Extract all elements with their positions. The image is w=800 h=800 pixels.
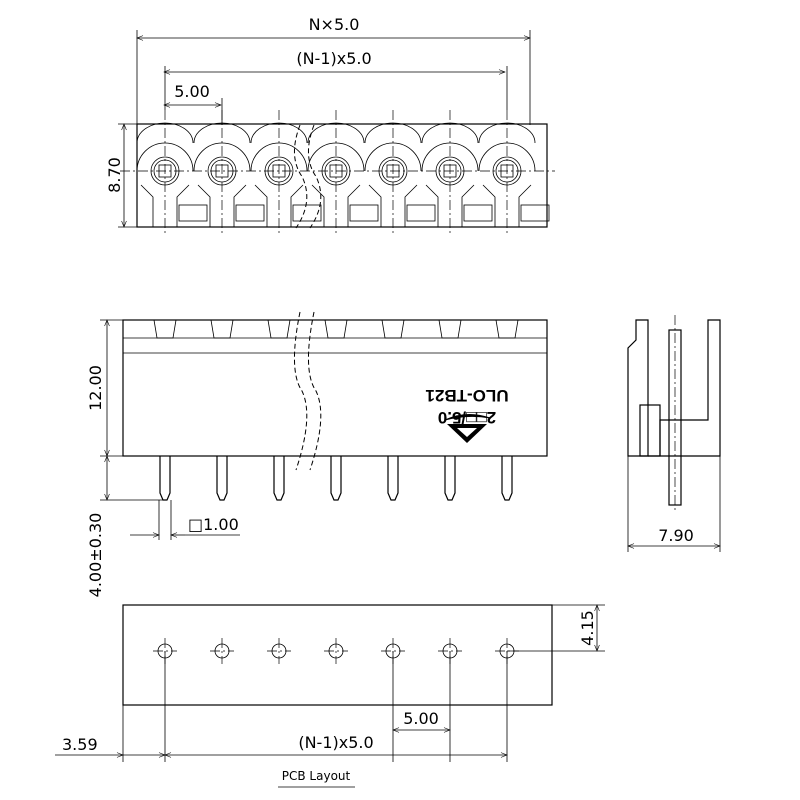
break-line	[308, 311, 322, 471]
pcb-layout-view: 4.15 3.59 (N-1)x5.0 5.00 PCB Layout	[55, 604, 605, 788]
top-view: N×5.0 (N-1)x5.0 5.00 8.70	[105, 15, 555, 235]
dim-pin-span-bottom: (N-1)x5.0	[298, 733, 373, 752]
front-view: 12.00 4.00±0.30 □1.00 2□□/5.0 ULO-TB21	[86, 311, 548, 598]
break-line	[294, 124, 308, 229]
pin	[159, 456, 171, 501]
terminal-notch	[438, 319, 462, 339]
terminal-notch	[267, 319, 291, 339]
dim-pin-size: □1.00	[188, 515, 239, 534]
dim-pitch-top: 5.00	[174, 82, 210, 101]
terminal-notch	[324, 319, 348, 339]
terminal-wall	[197, 184, 247, 227]
pin	[387, 456, 399, 501]
wire-entry	[463, 204, 493, 222]
caption-pcb-layout: PCB Layout	[282, 769, 351, 783]
wire-entry	[178, 204, 208, 222]
wire-entry	[235, 204, 265, 222]
terminal-notch	[153, 319, 177, 339]
marking-part-number: ULO-TB21	[425, 386, 508, 405]
terminal-wall	[254, 184, 304, 227]
dim-depth: 8.70	[105, 157, 124, 193]
dim-pin-span-top: (N-1)x5.0	[296, 49, 371, 68]
brand-logo-icon	[444, 414, 491, 443]
terminal-notch	[495, 319, 519, 339]
terminal-wall	[140, 184, 190, 227]
pin	[501, 456, 513, 501]
terminal-wall	[482, 184, 532, 227]
side-view: 7.90	[627, 315, 721, 552]
wire-entry	[349, 204, 379, 222]
wire-entry	[520, 204, 550, 222]
wire-entry	[292, 204, 322, 222]
terminal-wall	[311, 184, 361, 227]
terminal-notch	[210, 319, 234, 339]
pin	[444, 456, 456, 501]
terminal-wall	[368, 184, 418, 227]
dim-height: 12.00	[86, 365, 105, 411]
break-line	[294, 311, 308, 471]
dim-side-width: 7.90	[658, 526, 694, 545]
dim-pin-length: 4.00±0.30	[86, 513, 105, 598]
pin	[216, 456, 228, 501]
break-line	[308, 124, 322, 229]
pin	[273, 456, 285, 501]
dim-overall-width: N×5.0	[309, 15, 360, 34]
dim-hole-offset-x: 3.59	[62, 735, 98, 754]
terminal-wall	[425, 184, 475, 227]
marking-spec: 2□□/5.0	[438, 408, 496, 427]
wire-entry	[406, 204, 436, 222]
terminal-notch	[381, 319, 405, 339]
dim-hole-offset-y: 4.15	[578, 610, 597, 646]
dim-pitch-bottom: 5.00	[403, 709, 439, 728]
pin	[330, 456, 342, 501]
